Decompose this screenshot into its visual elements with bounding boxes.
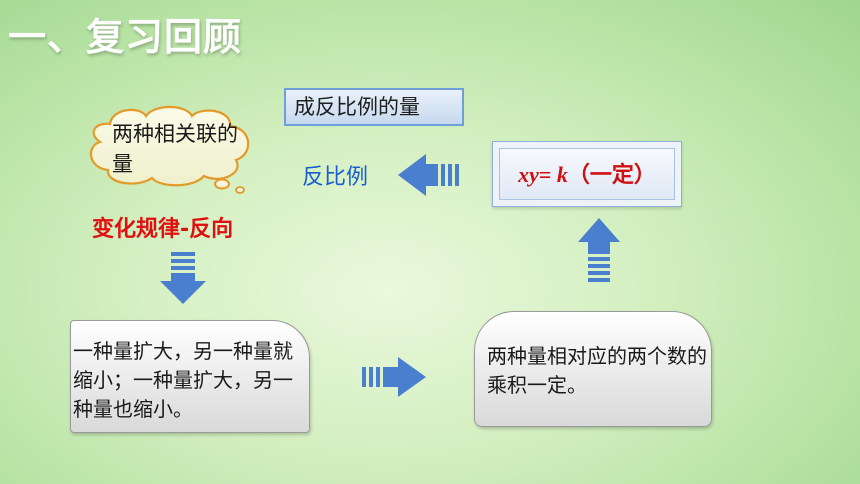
down-arrow-icon [160,252,206,304]
right-rule-box: 两种量相对应的两个数的乘积一定。 [474,311,712,427]
formula-xy: xy [518,162,539,187]
left-arrow-icon [398,154,459,196]
formula: xy= k（一定） [499,148,675,200]
quantity-label: 成反比例的量 [294,95,420,119]
formula-note: （一定） [567,162,656,187]
page-title: 一、复习回顾 [8,15,243,59]
formula-k: k [556,162,568,187]
formula-box: xy= k（一定） [492,141,682,207]
rule-label: 变化规律-反向 [92,217,234,242]
right-arrow-icon [362,357,426,397]
left-rule-box: 一种量扩大，另一种量就缩小；一种量扩大，另一种量也缩小。 [70,320,310,433]
cloud-text: 两种相关联的量 [112,122,238,176]
quantity-label-box: 成反比例的量 [284,88,464,126]
formula-eq: = [538,162,557,187]
inverse-proportion-label: 反比例 [302,165,369,190]
cloud-shape [90,105,250,194]
up-arrow-icon [578,218,620,282]
